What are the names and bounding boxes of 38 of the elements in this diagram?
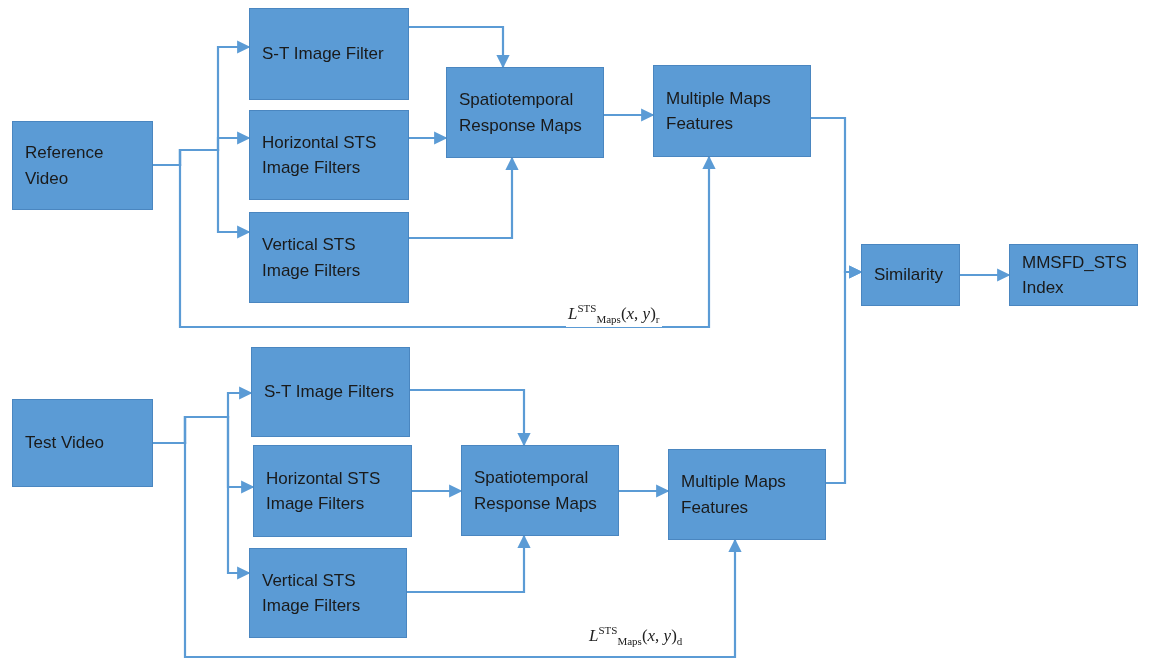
process-box bbox=[1009, 244, 1138, 306]
node-label: Multiple Maps Features bbox=[666, 88, 771, 133]
node-label: S-T Image Filter bbox=[262, 44, 384, 64]
node-label: Similarity bbox=[874, 265, 943, 285]
node-label: Spatiotemporal Response Maps bbox=[474, 468, 597, 513]
node-label: Spatiotemporal Response Maps bbox=[459, 90, 582, 135]
arrow bbox=[619, 484, 670, 498]
arrow bbox=[960, 268, 1011, 282]
arrow bbox=[407, 534, 531, 594]
node-label: Horizontal STS Image Filters bbox=[262, 132, 377, 177]
arrow bbox=[410, 388, 531, 447]
process-box bbox=[861, 244, 960, 306]
node-label: Vertical STS Image Filters bbox=[262, 570, 361, 615]
arrow bbox=[412, 484, 463, 498]
process-box bbox=[446, 67, 604, 158]
process-box bbox=[12, 121, 153, 210]
process-box bbox=[253, 445, 412, 537]
node-label: Test Video bbox=[25, 433, 105, 453]
node-label: Reference Video bbox=[25, 143, 104, 188]
node-label: S-T Image Filters bbox=[264, 382, 395, 402]
arrow bbox=[409, 131, 448, 145]
process-box bbox=[668, 449, 826, 540]
process-box bbox=[461, 445, 619, 536]
process-box bbox=[249, 212, 409, 303]
process-box bbox=[249, 8, 409, 100]
arrow bbox=[409, 25, 510, 69]
process-box bbox=[251, 347, 410, 437]
node-label: Horizontal STS Image Filters bbox=[266, 468, 381, 513]
arrow bbox=[409, 156, 519, 240]
arrow bbox=[604, 108, 655, 122]
process-box bbox=[12, 399, 153, 487]
node-label: Vertical STS Image Filters bbox=[262, 235, 361, 280]
node-label: Multiple Maps Features bbox=[681, 472, 786, 517]
process-box bbox=[653, 65, 811, 157]
process-box bbox=[249, 548, 407, 638]
process-box bbox=[249, 110, 409, 200]
arrow bbox=[826, 265, 863, 485]
node-label: MMSFD_STS Index bbox=[1022, 252, 1127, 297]
